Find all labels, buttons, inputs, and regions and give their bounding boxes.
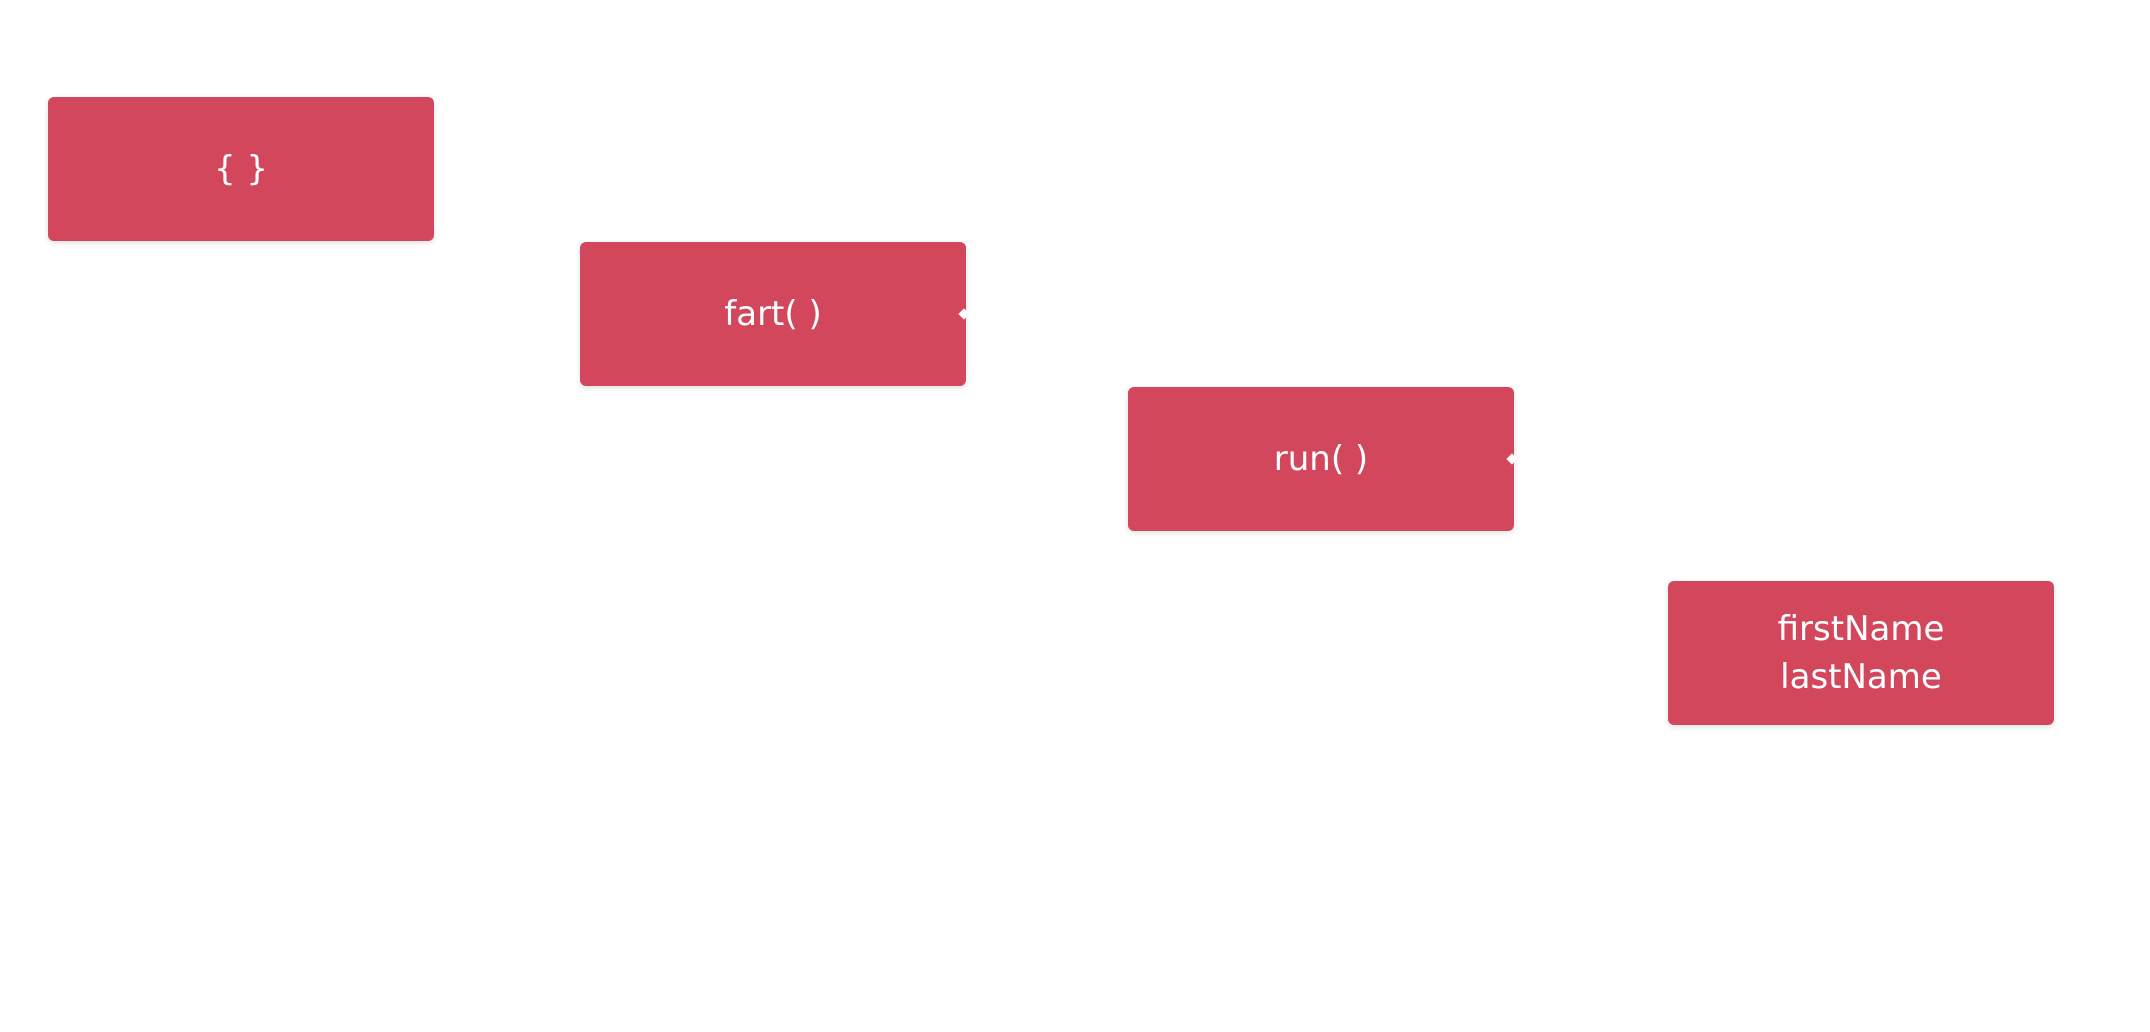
last-name-property: lastName <box>1780 657 1942 697</box>
run-method-node[interactable]: run( ) <box>1128 387 1518 531</box>
object-node-label: { } <box>213 149 269 189</box>
connector-notch <box>958 308 970 320</box>
first-name-property: firstName <box>1777 609 1945 649</box>
connector-notch <box>1506 453 1518 465</box>
fart-method-label: fart( ) <box>724 294 822 334</box>
properties-node[interactable]: firstName lastName <box>1668 581 2054 725</box>
fart-method-node[interactable]: fart( ) <box>580 242 970 386</box>
object-node[interactable]: { } <box>48 97 434 241</box>
run-method-label: run( ) <box>1273 439 1369 479</box>
